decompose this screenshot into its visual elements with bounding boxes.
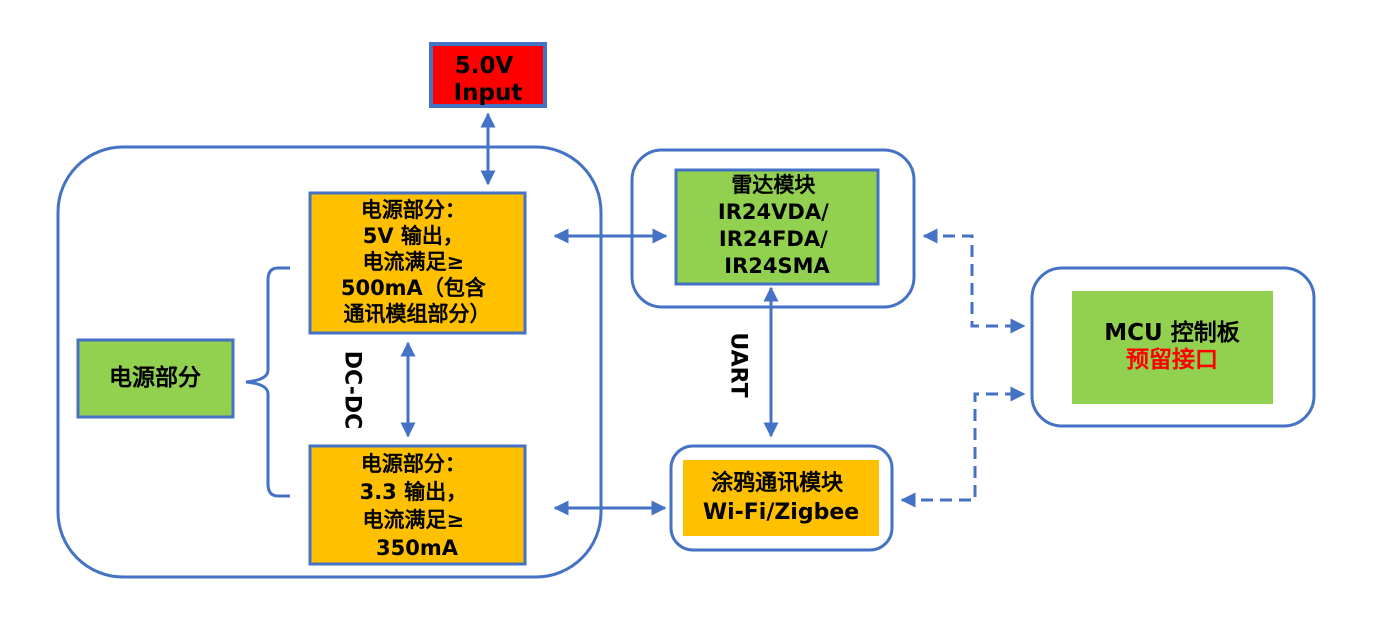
tuya-mcu-dashed-connector <box>900 386 1026 508</box>
power-label-box <box>76 338 235 419</box>
input-box <box>429 42 547 108</box>
dcdc-label: DC-DC <box>340 351 365 429</box>
tuya-module-label: 涂鸦通讯模块 Wi-Fi/Zigbee <box>703 470 859 525</box>
power-5v-box <box>308 191 527 335</box>
input-label: 5.0V Input <box>454 53 523 106</box>
radar-mcu-dashed-connector <box>922 228 1026 334</box>
power-5v-label: 电源部分： 5V 输出， 电流满足≥ 500mA（包含 通讯模组部分） <box>341 198 493 326</box>
mcu-reserved-label: 预留接口 <box>1126 347 1218 373</box>
radar-module-label: 雷达模块 IR24VDA/ IR24FDA/ IR24SMA <box>718 173 836 278</box>
uart-label: UART <box>726 332 751 397</box>
radar-module-box <box>674 168 880 286</box>
power-bracket <box>245 266 290 498</box>
mcu-board-box <box>1072 291 1273 404</box>
mcu-board-label: MCU 控制板 <box>1104 319 1240 346</box>
power-33-box <box>308 444 527 566</box>
power-label: 电源部分 <box>109 364 201 391</box>
power-33-label: 电源部分： 3.3 输出， 电流满足≥ 350mA <box>360 452 475 560</box>
tuya-module-box <box>683 460 879 536</box>
mcu-board-container <box>1030 266 1316 428</box>
tuya-module-container <box>669 444 894 552</box>
power-section-container <box>56 145 603 579</box>
